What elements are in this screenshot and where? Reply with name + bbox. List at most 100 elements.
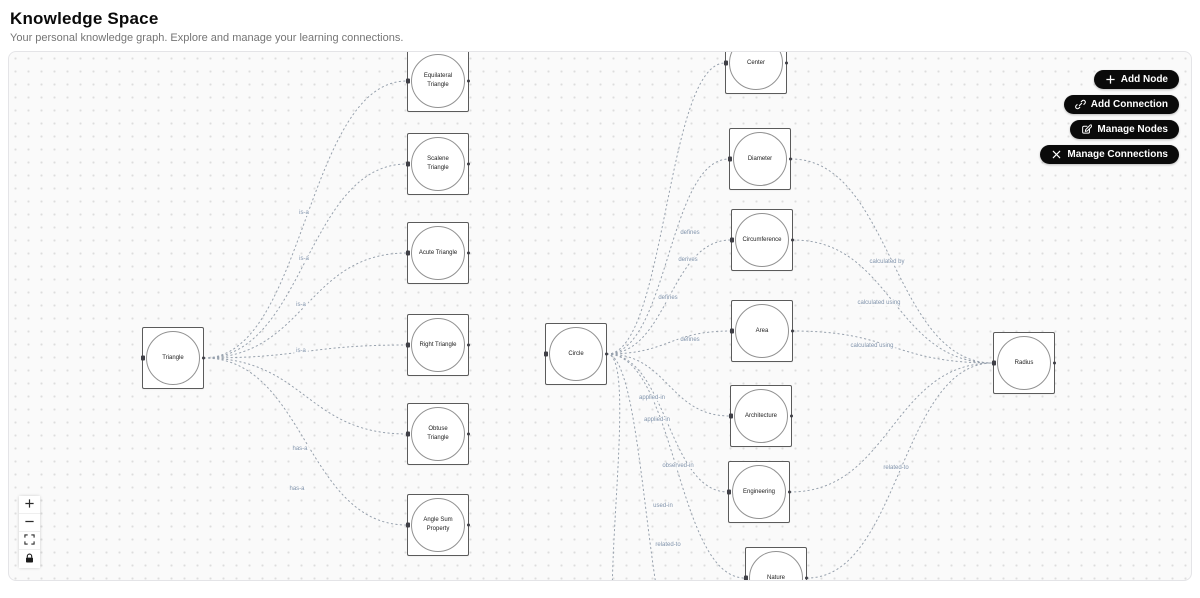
- node-handle-left[interactable]: [724, 60, 728, 66]
- node-circle: Engineering: [732, 465, 786, 519]
- node-handle-left[interactable]: [406, 250, 410, 256]
- graph-node-engineering[interactable]: Engineering: [727, 461, 791, 523]
- node-handle-right[interactable]: [467, 432, 470, 436]
- add-node-button[interactable]: Add Node: [1093, 70, 1179, 89]
- edge-label: defines: [678, 337, 702, 343]
- node-label: Acute Triangle: [418, 249, 458, 256]
- graph-node-circle[interactable]: Circle: [544, 323, 608, 385]
- node-label: Scalene Triangle: [427, 156, 449, 171]
- close-icon: [1051, 149, 1062, 160]
- graph-node-diameter[interactable]: Diameter: [728, 128, 792, 190]
- edge-label: calculated using: [848, 343, 896, 349]
- graph-node-acute[interactable]: Acute Triangle: [406, 222, 470, 284]
- node-handle-left[interactable]: [729, 413, 733, 419]
- manage-connections-label: Manage Connections: [1067, 149, 1168, 160]
- edge-label: is-a: [297, 256, 311, 262]
- node-circle: Area: [735, 304, 789, 358]
- manage-nodes-button[interactable]: Manage Nodes: [1070, 120, 1179, 139]
- node-handle-right[interactable]: [605, 352, 608, 356]
- graph-node-area[interactable]: Area: [730, 300, 794, 362]
- node-handle-left[interactable]: [730, 237, 734, 243]
- node-handle-left[interactable]: [992, 360, 996, 366]
- node-handle-right[interactable]: [791, 329, 794, 333]
- graph-node-architecture[interactable]: Architecture: [729, 385, 793, 447]
- node-circle: Angle Sum Property: [411, 498, 465, 552]
- graph-edge: [203, 357, 408, 435]
- edge-label: calculated by: [867, 259, 907, 265]
- node-circle: Equilateral Triangle: [411, 54, 465, 108]
- graph-node-center[interactable]: Center: [724, 52, 788, 94]
- node-handle-left[interactable]: [406, 161, 410, 167]
- graph-edge: [606, 353, 746, 579]
- node-circle: Obtuse Triangle: [411, 407, 465, 461]
- node-handle-right[interactable]: [1053, 361, 1056, 365]
- graph-edge: [606, 62, 726, 355]
- edge-label: related-to: [881, 465, 911, 471]
- node-handle-left[interactable]: [727, 489, 731, 495]
- node-handle-left[interactable]: [728, 156, 732, 162]
- node-circle: Scalene Triangle: [411, 137, 465, 191]
- node-handle-right[interactable]: [467, 523, 470, 527]
- graph-node-scalene[interactable]: Scalene Triangle: [406, 133, 470, 195]
- node-label: Nature: [766, 574, 785, 581]
- edge-label: calculated using: [855, 300, 903, 306]
- graph-edge: [606, 353, 729, 493]
- node-label: Radius: [1014, 359, 1034, 366]
- zoom-out-button[interactable]: [19, 514, 40, 532]
- node-handle-right[interactable]: [467, 162, 470, 166]
- graph-edge: [806, 362, 994, 579]
- node-handle-left[interactable]: [406, 342, 410, 348]
- graph-node-triangle[interactable]: Triangle: [141, 327, 205, 389]
- fit-view-button[interactable]: [19, 532, 40, 550]
- node-circle: Center: [729, 52, 783, 90]
- graph-node-nature[interactable]: Nature: [744, 547, 808, 581]
- graph-node-right[interactable]: Right Triangle: [406, 314, 470, 376]
- node-handle-left[interactable]: [744, 575, 748, 580]
- graph-node-anglesum[interactable]: Angle Sum Property: [406, 494, 470, 556]
- canvas-controls: [19, 496, 40, 568]
- lock-button[interactable]: [19, 550, 40, 568]
- node-handle-right[interactable]: [805, 576, 808, 580]
- graph-node-equilateral[interactable]: Equilateral Triangle: [406, 52, 470, 112]
- graph-node-radius[interactable]: Radius: [992, 332, 1056, 394]
- add-connection-label: Add Connection: [1090, 99, 1168, 110]
- graph-node-circumference[interactable]: Circumference: [730, 209, 794, 271]
- graph-edge: [203, 344, 408, 359]
- node-handle-right[interactable]: [467, 251, 470, 255]
- graph-edge: [790, 158, 994, 364]
- node-label: Center: [746, 59, 765, 66]
- node-circle: Acute Triangle: [411, 226, 465, 280]
- node-handle-left[interactable]: [406, 78, 410, 84]
- graph-node-obtuse[interactable]: Obtuse Triangle: [406, 403, 470, 465]
- node-handle-right[interactable]: [791, 238, 794, 242]
- node-handle-right[interactable]: [467, 79, 470, 83]
- node-handle-left[interactable]: [730, 328, 734, 334]
- graph-edge: [792, 330, 994, 364]
- node-circle: Architecture: [734, 389, 788, 443]
- node-label: Diameter: [747, 155, 773, 162]
- node-circle: Circumference: [735, 213, 789, 267]
- manage-connections-button[interactable]: Manage Connections: [1040, 145, 1179, 164]
- node-circle: Circle: [549, 327, 603, 381]
- node-handle-left[interactable]: [544, 351, 548, 357]
- node-handle-left[interactable]: [406, 522, 410, 528]
- node-handle-left[interactable]: [406, 431, 410, 437]
- node-handle-right[interactable]: [788, 490, 791, 494]
- add-connection-button[interactable]: Add Connection: [1063, 95, 1179, 114]
- node-handle-right[interactable]: [785, 61, 788, 65]
- node-handle-right[interactable]: [467, 343, 470, 347]
- zoom-in-button[interactable]: [19, 496, 40, 514]
- edge-label: is-a: [294, 348, 308, 354]
- node-handle-left[interactable]: [141, 355, 145, 361]
- toolbar: Add Node Add Connection: [1040, 70, 1179, 164]
- edge-label: defines: [678, 230, 702, 236]
- node-circle: Diameter: [733, 132, 787, 186]
- edge-label: has-a: [290, 446, 310, 452]
- plus-icon: [1105, 74, 1116, 85]
- node-handle-right[interactable]: [789, 157, 792, 161]
- node-circle: Nature: [749, 551, 803, 581]
- node-handle-right[interactable]: [790, 414, 793, 418]
- node-handle-right[interactable]: [202, 356, 205, 360]
